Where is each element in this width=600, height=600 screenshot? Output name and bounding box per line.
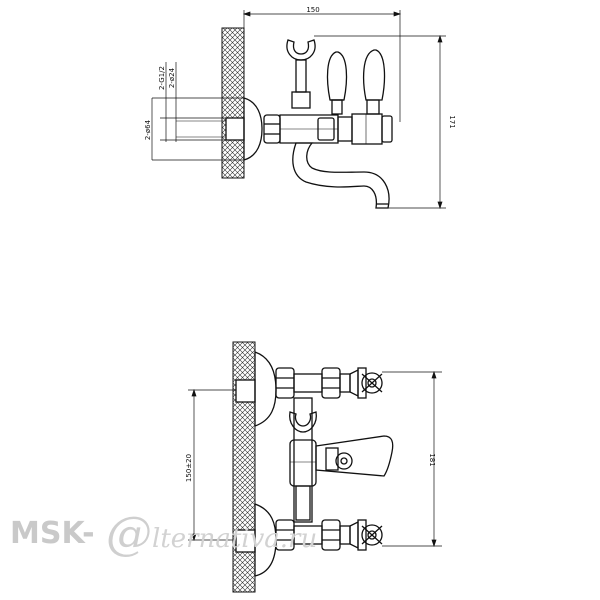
valve-lower xyxy=(361,524,383,546)
dim-d24: 2-ø24 xyxy=(168,67,176,88)
handle-left xyxy=(326,51,348,101)
valve-upper xyxy=(361,372,383,394)
top-view xyxy=(160,27,393,209)
watermark-at: @ xyxy=(106,506,152,560)
watermark-brand: MSK- xyxy=(10,516,95,551)
front-view-dimensions xyxy=(188,370,442,548)
front-view xyxy=(232,341,394,593)
dim-height-front: 181 xyxy=(428,453,436,466)
mixer-body xyxy=(279,114,339,144)
handle-right xyxy=(362,49,386,101)
spout-front xyxy=(315,435,394,477)
wall-top xyxy=(221,27,245,179)
spout xyxy=(292,142,390,209)
shower-holder xyxy=(286,39,316,61)
dim-g12: 2-G1/2 xyxy=(158,66,166,90)
dim-width-top: 150 xyxy=(306,6,319,14)
top-view-dimensions xyxy=(151,10,446,210)
dim-spacing-front: 150±20 xyxy=(185,454,193,482)
watermark-logo: MSK- @ lternativa.ru xyxy=(10,506,317,560)
dim-d64: 2-ø64 xyxy=(144,119,152,140)
wall-inlet xyxy=(225,117,245,141)
watermark-script: lternativa.ru xyxy=(152,524,317,554)
flange-upper xyxy=(254,351,277,427)
dim-height-top: 171 xyxy=(448,115,456,128)
flange xyxy=(243,97,263,161)
